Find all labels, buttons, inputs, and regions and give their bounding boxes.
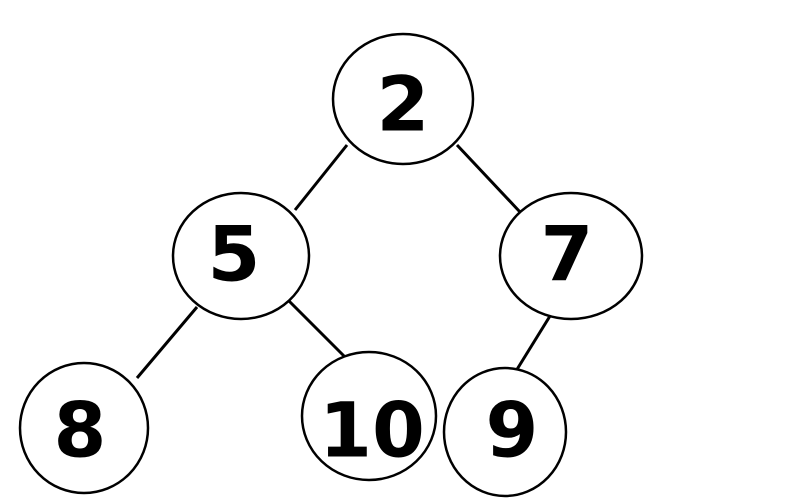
edge-root-right xyxy=(455,143,522,214)
node-label: 5 xyxy=(208,210,261,299)
node-circle xyxy=(442,366,568,498)
tree-node-right-left: 9 xyxy=(442,366,568,498)
edge-right-right-left xyxy=(514,315,552,372)
node-circle xyxy=(171,191,311,321)
node-label: 2 xyxy=(377,60,430,149)
tree-node-left: 5 xyxy=(171,191,311,321)
tree-node-left-left: 8 xyxy=(18,361,150,495)
tree-node-right: 7 xyxy=(498,191,644,321)
node-label: 7 xyxy=(541,210,594,299)
tree-node-left-right: 10 xyxy=(300,350,438,482)
node-label: 9 xyxy=(486,386,539,475)
edge-left-left-right xyxy=(285,297,348,360)
tree-node-root: 2 xyxy=(331,32,475,166)
edge-root-left xyxy=(293,144,349,211)
node-label: 10 xyxy=(319,386,425,475)
node-circle xyxy=(331,32,475,166)
node-circle xyxy=(18,361,150,495)
node-circle xyxy=(300,350,438,482)
node-label: 8 xyxy=(54,386,107,475)
node-circle xyxy=(498,191,644,321)
edge-left-left-left xyxy=(135,306,199,379)
